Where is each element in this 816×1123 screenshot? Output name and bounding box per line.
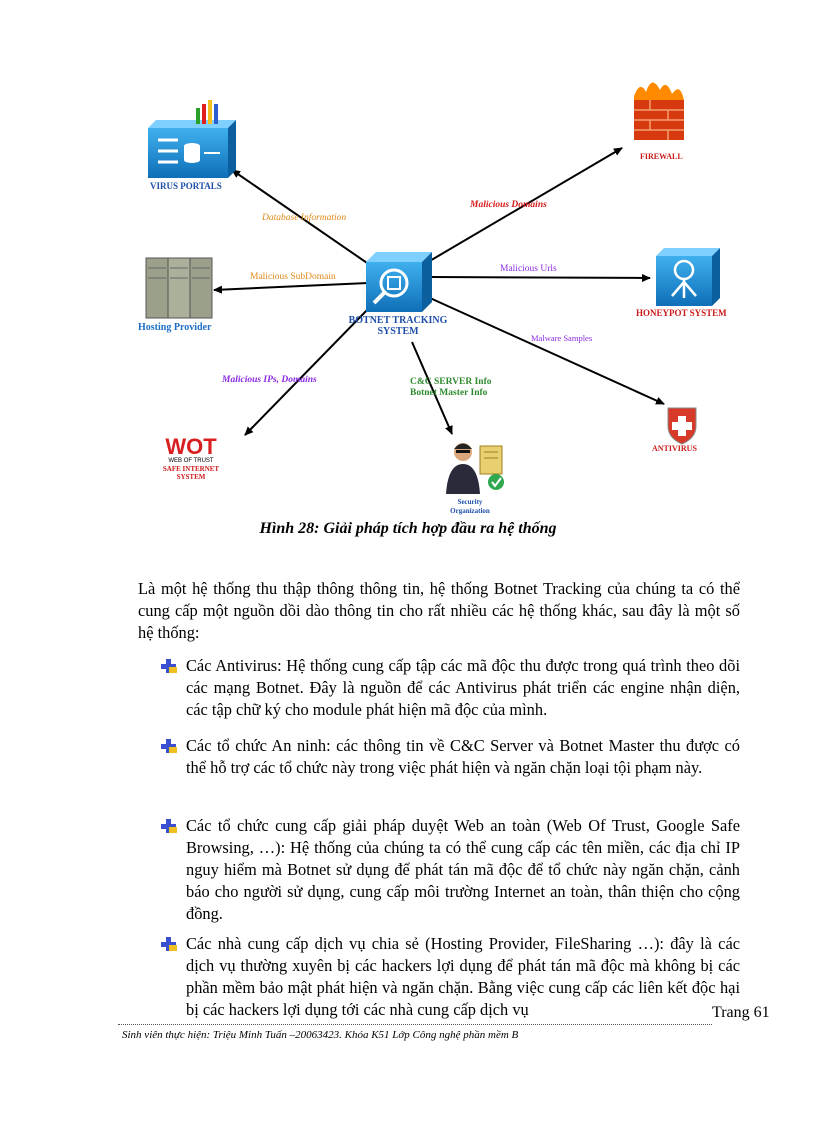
hosting-provider-label: Hosting Provider: [138, 322, 211, 333]
bullet-text: Các Antivirus: Hệ thống cung cấp tập các…: [186, 655, 740, 721]
virus-portals-icon: [148, 100, 236, 178]
bullet-safe-browsing: Các tổ chức cung cấp giải pháp duyệt Web…: [160, 815, 740, 925]
edge-label-cc-server-info: C&C SERVER Info: [410, 377, 491, 387]
edge-label-malicious-subdomain: Malicious SubDomain: [250, 272, 336, 282]
firewall-label: FIREWALL: [640, 152, 683, 161]
honeypot-icon: [656, 248, 720, 306]
edge-label-malware-samples: Malware Samples: [531, 333, 592, 343]
wot-line2: SAFE INTERNET: [158, 465, 224, 473]
antivirus-shield-icon: [668, 408, 696, 444]
firewall-icon: [634, 82, 684, 140]
botnet-tracking-icon: [366, 252, 432, 312]
edge-label-database-information: Database Information: [262, 213, 346, 223]
integration-diagram: [0, 0, 816, 520]
bullet-text: Các tổ chức An ninh: các thông tin về C&…: [186, 735, 740, 779]
bullet-antivirus: Các Antivirus: Hệ thống cung cấp tập các…: [160, 655, 740, 721]
figure-caption: Hình 28: Giải pháp tích hợp đầu ra hệ th…: [0, 520, 816, 538]
bullet-hosting-providers: Các nhà cung cấp dịch vụ chia sẻ (Hostin…: [160, 933, 740, 1021]
bullet-plus-icon: [160, 936, 178, 952]
bullet-plus-icon: [160, 818, 178, 834]
arrow-to-hosting: [214, 283, 368, 290]
honeypot-label: HONEYPOT SYSTEM: [636, 308, 727, 318]
antivirus-label: ANTIVIRUS: [652, 444, 697, 453]
footer-divider: [118, 1024, 712, 1025]
edge-label-malicious-domains: Malicious Domains: [470, 200, 547, 210]
hosting-provider-icon: [146, 258, 212, 318]
bullet-plus-icon: [160, 738, 178, 754]
intro-paragraph: Là một hệ thống thu thập thông thông tin…: [138, 578, 740, 644]
bullet-security-orgs: Các tổ chức An ninh: các thông tin về C&…: [160, 735, 740, 779]
bullet-plus-icon: [160, 658, 178, 674]
security-organization-icon: [446, 443, 504, 494]
edge-label-botnet-master-info: Botnet Master Info: [410, 388, 487, 398]
security-org-label: Security Organization: [440, 498, 500, 516]
bullet-text: Các nhà cung cấp dịch vụ chia sẻ (Hostin…: [186, 933, 740, 1021]
center-label: BOTNET TRACKING SYSTEM: [338, 315, 458, 337]
wot-logo-text: WOT: [158, 436, 224, 458]
edge-label-malicious-ips-domains: Malicious IPs, Domains: [222, 375, 317, 385]
wot-line3: SYSTEM: [158, 473, 224, 481]
footer-text: Sinh viên thực hiện: Triệu Minh Tuấn –20…: [122, 1029, 518, 1041]
arrow-to-honeypot: [430, 277, 650, 278]
edge-label-malicious-urls: Malicious Urls: [500, 264, 557, 274]
virus-portals-label: VIRUS PORTALS: [150, 181, 222, 191]
bullet-text: Các tổ chức cung cấp giải pháp duyệt Web…: [186, 815, 740, 925]
page-number: Trang 61: [712, 1004, 770, 1022]
wot-line1: WEB OF TRUST: [158, 458, 224, 465]
wot-logo: WOT WEB OF TRUST SAFE INTERNET SYSTEM: [158, 436, 224, 481]
